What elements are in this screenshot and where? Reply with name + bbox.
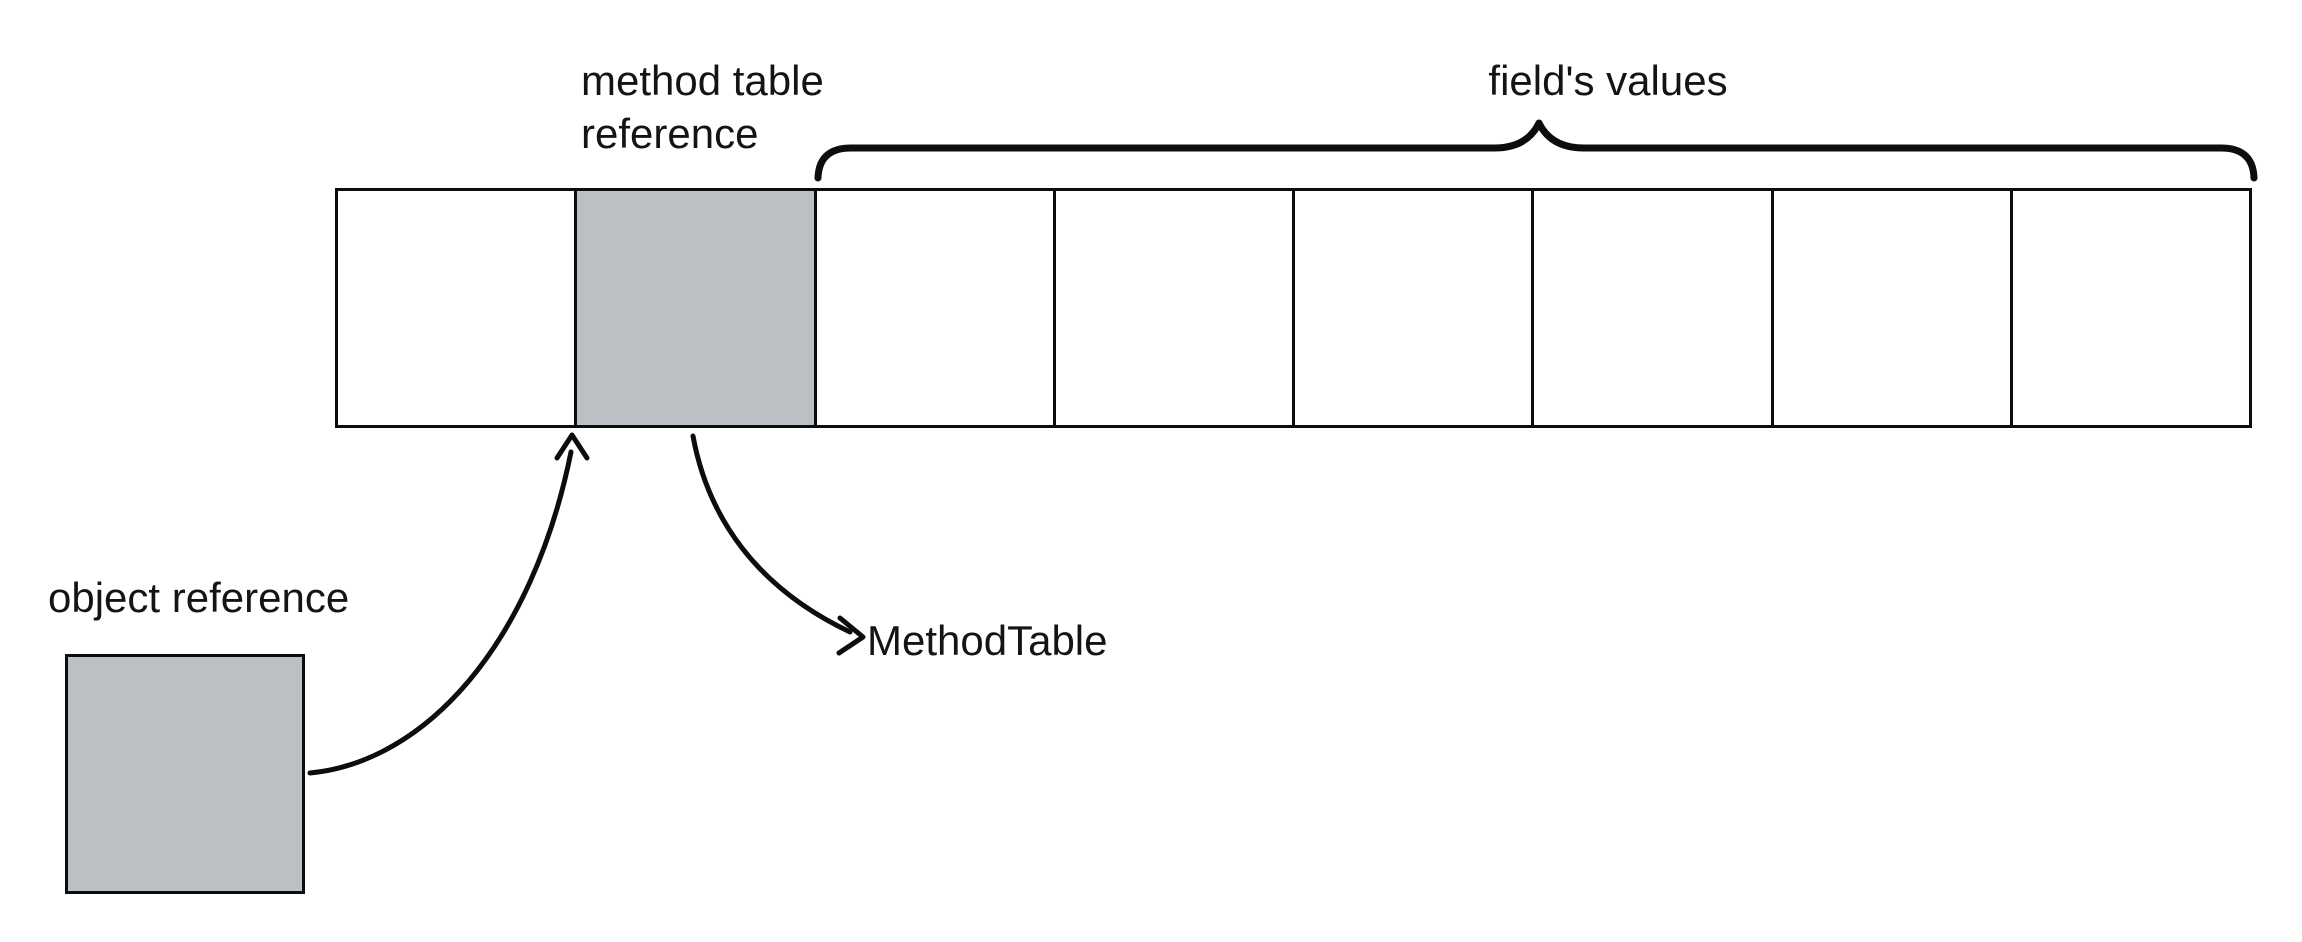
memory-cell: [1531, 191, 1771, 425]
object-reference-box: [65, 654, 305, 894]
method-table-reference-cell: [574, 191, 814, 425]
method-table-arrow: [690, 433, 853, 635]
object-reference-label: object reference: [48, 574, 350, 621]
memory-cell: [338, 191, 575, 425]
memory-cell: [1770, 191, 2010, 425]
memory-cell: [2009, 191, 2249, 425]
memory-cell: [813, 191, 1053, 425]
memory-cell: [1292, 191, 1532, 425]
fields-values-label: field's values: [1488, 57, 1728, 104]
object-reference-arrowhead-icon: [554, 432, 590, 461]
object-memory-row: [335, 188, 2252, 428]
fields-values-brace: [814, 119, 2258, 182]
method-table-label: MethodTable: [867, 617, 1108, 664]
method-table-reference-label: method table reference: [581, 57, 824, 157]
method-table-arrowhead-icon: [836, 615, 866, 656]
memory-cell: [1052, 191, 1292, 425]
